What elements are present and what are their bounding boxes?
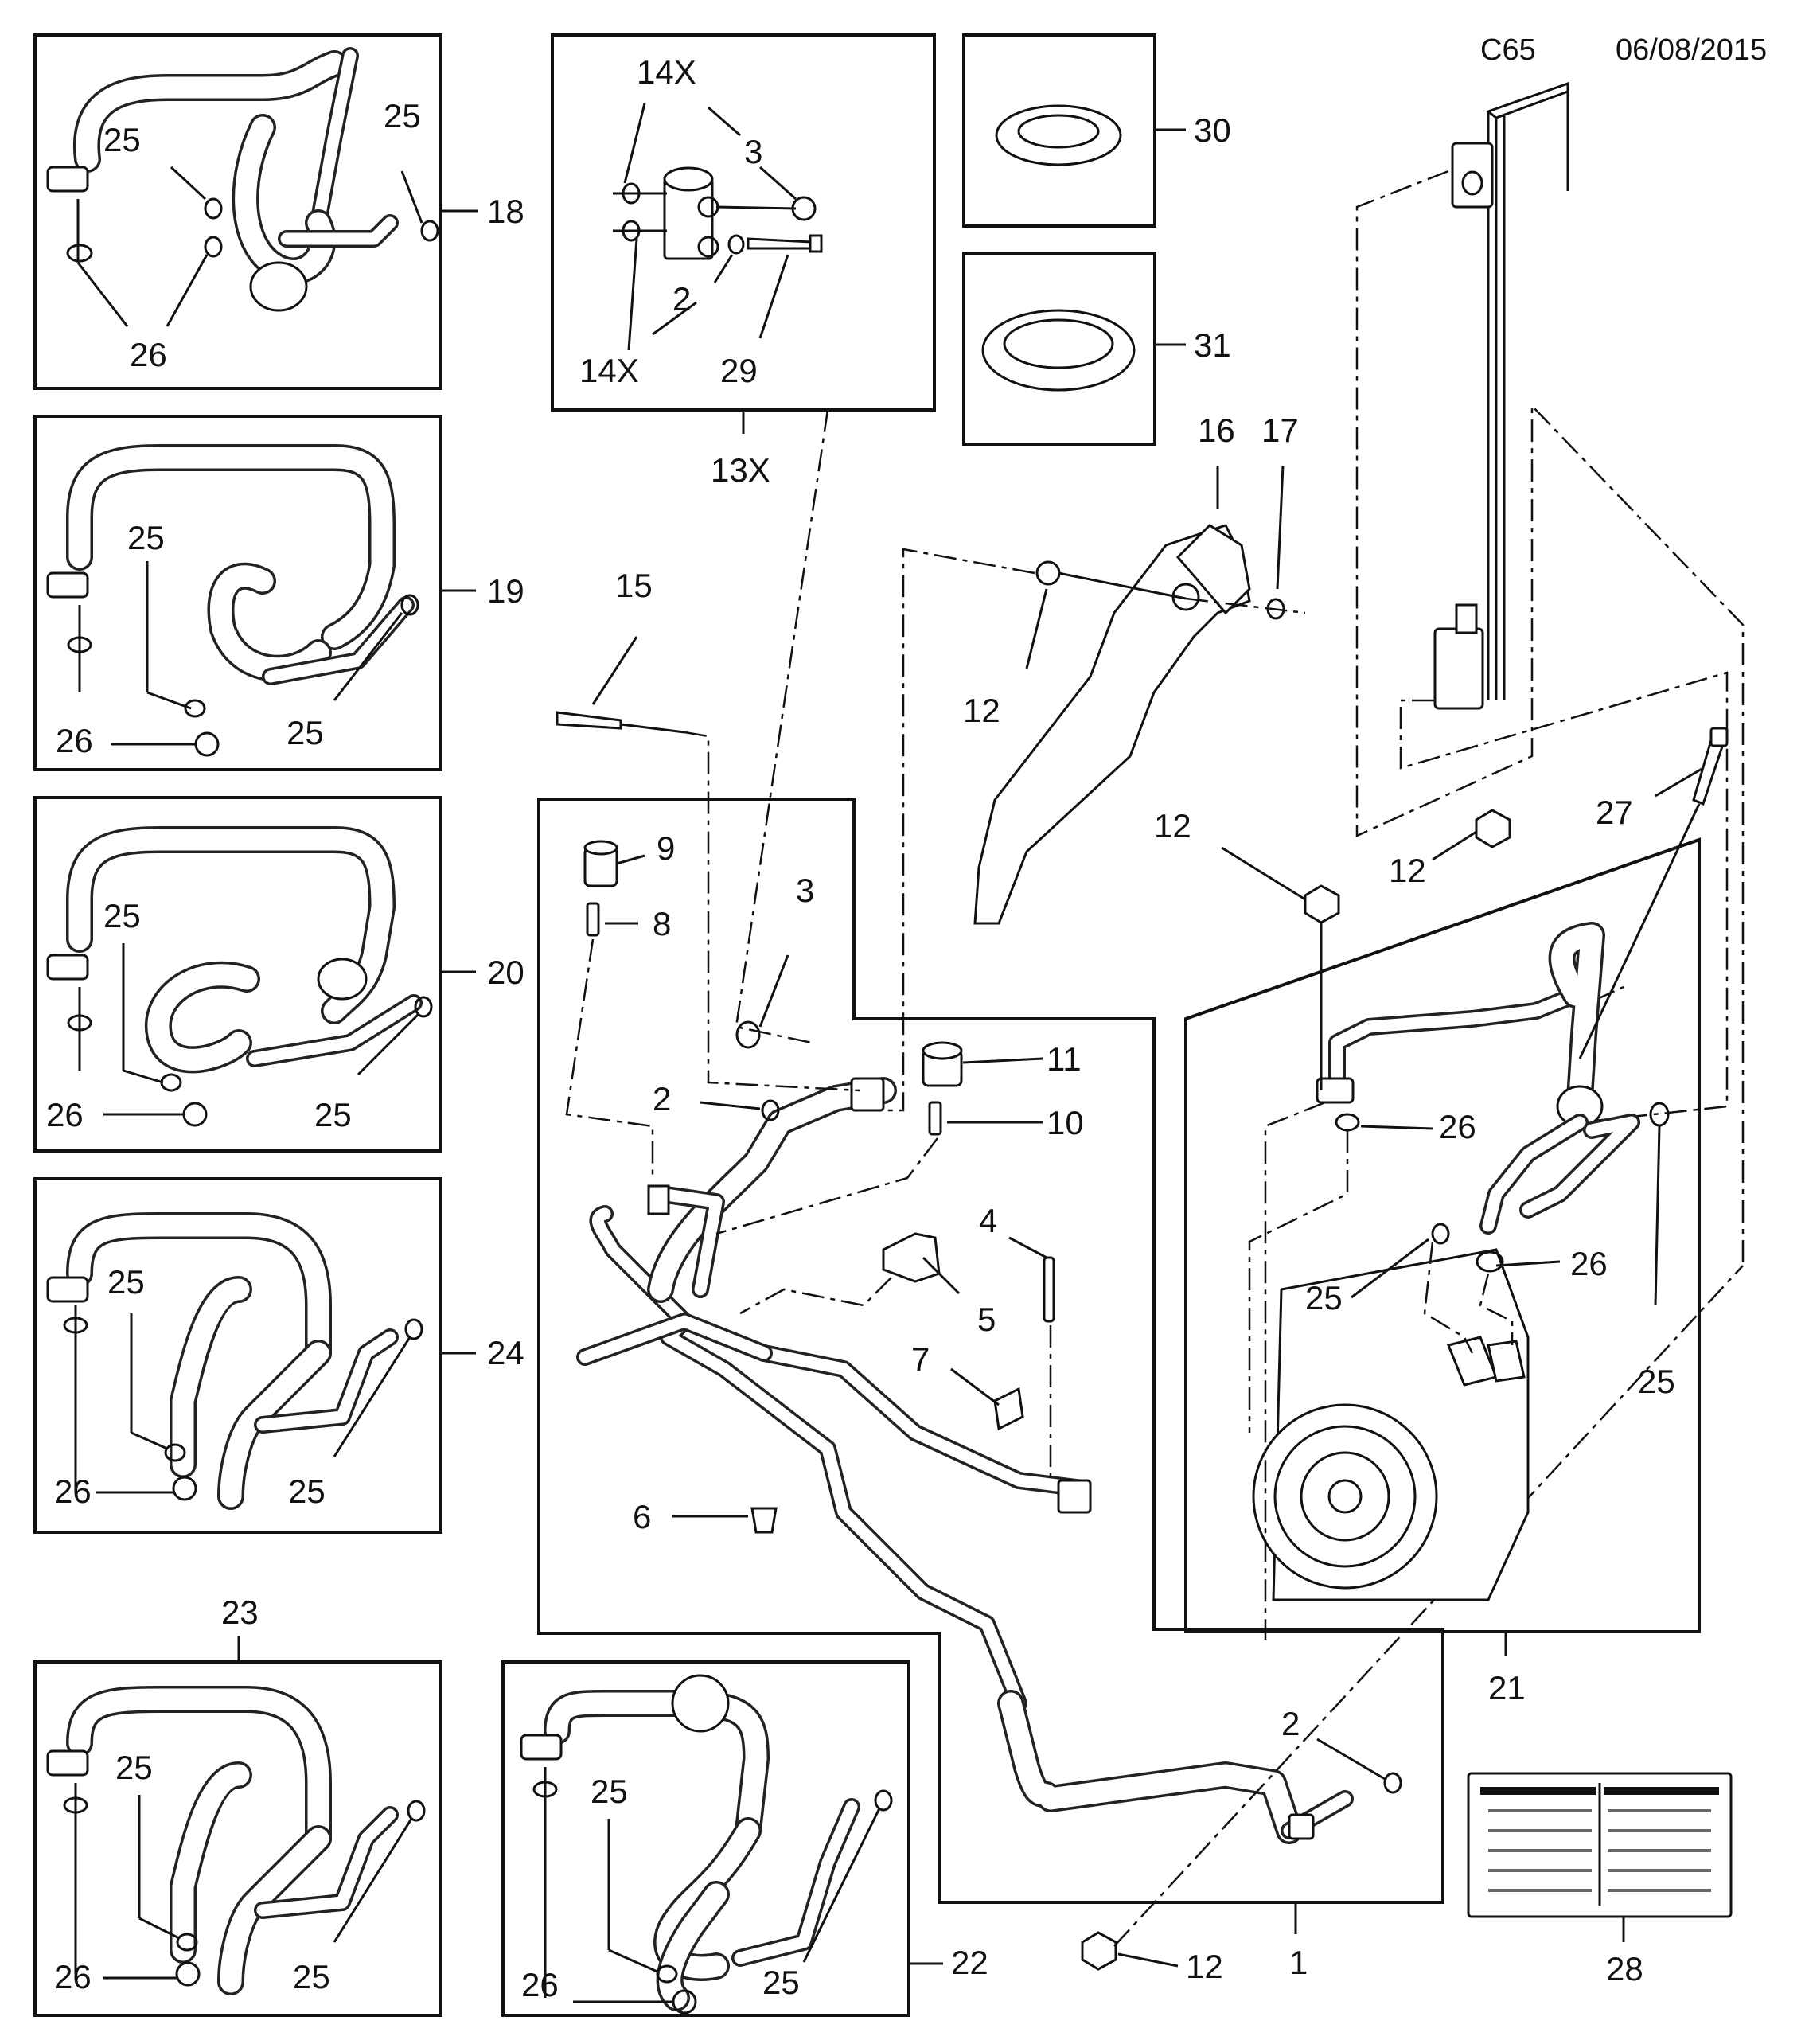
callout-25-box20-right: 25 [314, 1096, 352, 1133]
callout-17: 17 [1261, 412, 1299, 449]
valve-core-10 [928, 1101, 1043, 1136]
callout-25-box23-left: 25 [115, 1749, 153, 1786]
diagram-code: C65 [1480, 33, 1536, 67]
callout-8: 8 [653, 905, 671, 942]
o-ring-3 [735, 954, 789, 1049]
callout-1: 1 [1289, 1944, 1308, 1981]
callout-31: 31 [1194, 326, 1231, 364]
valve-core-8 [586, 902, 638, 937]
callout-24: 24 [487, 1334, 524, 1371]
callout-16: 16 [1198, 412, 1235, 449]
bolt-27 [1578, 727, 1729, 1059]
inset-31-seal-washer [962, 252, 1186, 446]
callout-26-box18: 26 [130, 336, 167, 373]
callout-19: 19 [487, 572, 524, 610]
main-line-assembly-1 [537, 798, 1444, 1904]
inset-23-pipe-assembly [33, 1660, 442, 2017]
inset-20-pipe-assembly [33, 796, 476, 1153]
callout-18: 18 [487, 193, 524, 230]
stud-15 [556, 636, 685, 734]
callout-12-bracket: 12 [963, 692, 1000, 729]
nut-12-right-a [1221, 846, 1340, 1090]
callout-26-box20: 26 [46, 1096, 84, 1133]
callout-3-box13x: 3 [744, 133, 762, 170]
cap-11 [922, 1041, 1043, 1087]
callout-25-box20-left: 25 [103, 897, 141, 934]
callout-25-box21-left: 25 [1305, 1279, 1343, 1317]
stud-4 [1008, 1236, 1055, 1323]
callout-12-right-a: 12 [1154, 807, 1191, 845]
callout-14x-top: 14X [637, 53, 696, 91]
callout-25-box23-right: 25 [293, 1958, 330, 1995]
callout-25-box22-left: 25 [591, 1773, 628, 1810]
inset-13x-valve-kit [551, 33, 936, 434]
callout-11: 11 [1047, 1040, 1082, 1078]
callout-25-box21-right: 25 [1638, 1363, 1675, 1400]
callout-25-box24-left: 25 [107, 1263, 145, 1301]
callout-26-box23: 26 [54, 1958, 92, 1995]
callout-9: 9 [657, 829, 675, 867]
callout-3-main: 3 [796, 872, 814, 909]
bracket-16 [973, 524, 1285, 925]
callout-26-box21-lower: 26 [1570, 1245, 1608, 1282]
compressor-assembly-21 [1184, 837, 1701, 1633]
callout-15: 15 [615, 567, 653, 604]
callout-12-lower: 12 [1186, 1948, 1223, 1985]
inset-30-seal-washer [962, 33, 1186, 228]
callout-25-box22-right: 25 [762, 1964, 800, 2001]
callout-5: 5 [977, 1301, 996, 1338]
callout-7: 7 [911, 1340, 930, 1378]
clip-6 [672, 1507, 778, 1534]
callout-2-main: 2 [653, 1080, 671, 1118]
callout-2-lower: 2 [1281, 1705, 1300, 1742]
callout-23: 23 [221, 1593, 259, 1631]
clip-7 [950, 1367, 1024, 1431]
callout-26-box24: 26 [54, 1473, 92, 1510]
callout-10: 10 [1047, 1104, 1084, 1141]
callout-26-box19: 26 [56, 722, 93, 759]
callout-30: 30 [1194, 111, 1231, 149]
warning-label-28 [1467, 1772, 1733, 1942]
callout-12-right-b: 12 [1389, 852, 1426, 889]
nut-12-lower [1081, 1931, 1179, 1971]
callout-27: 27 [1596, 794, 1633, 831]
callout-2-box13x: 2 [672, 280, 691, 318]
o-ring-2 [700, 1099, 780, 1121]
inset-19-pipe-assembly [33, 415, 476, 771]
diagram-date: 06/08/2015 [1616, 33, 1767, 67]
nut-12-right-b [1432, 809, 1511, 861]
callout-25-box24-right: 25 [288, 1473, 326, 1510]
callout-26-box21-upper: 26 [1439, 1108, 1476, 1145]
callout-13x: 13X [711, 451, 770, 489]
callout-25-box19-right: 25 [287, 714, 324, 751]
condenser [1433, 81, 1569, 710]
inset-22-pipe-assembly [501, 1660, 943, 2017]
callout-25-box18-left: 25 [103, 121, 141, 158]
inset-24-pipe-assembly [33, 1177, 476, 1534]
callout-25-box18-right: 25 [384, 97, 421, 135]
o-ring-2-lower [1316, 1738, 1402, 1794]
callout-14x-bottom: 14X [579, 352, 639, 389]
callout-25-box19-left: 25 [127, 519, 165, 556]
callout-26-box22: 26 [521, 1966, 559, 2003]
cap-9 [583, 840, 645, 887]
inset-18-pipe-assembly [33, 33, 478, 390]
callout-28: 28 [1606, 1950, 1643, 1987]
callout-29: 29 [720, 352, 758, 389]
callout-21: 21 [1488, 1669, 1526, 1707]
callout-20: 20 [487, 954, 524, 991]
callout-6: 6 [633, 1498, 651, 1535]
callout-4: 4 [979, 1202, 997, 1239]
clip-5 [882, 1232, 961, 1295]
callout-22: 22 [951, 1944, 988, 1981]
